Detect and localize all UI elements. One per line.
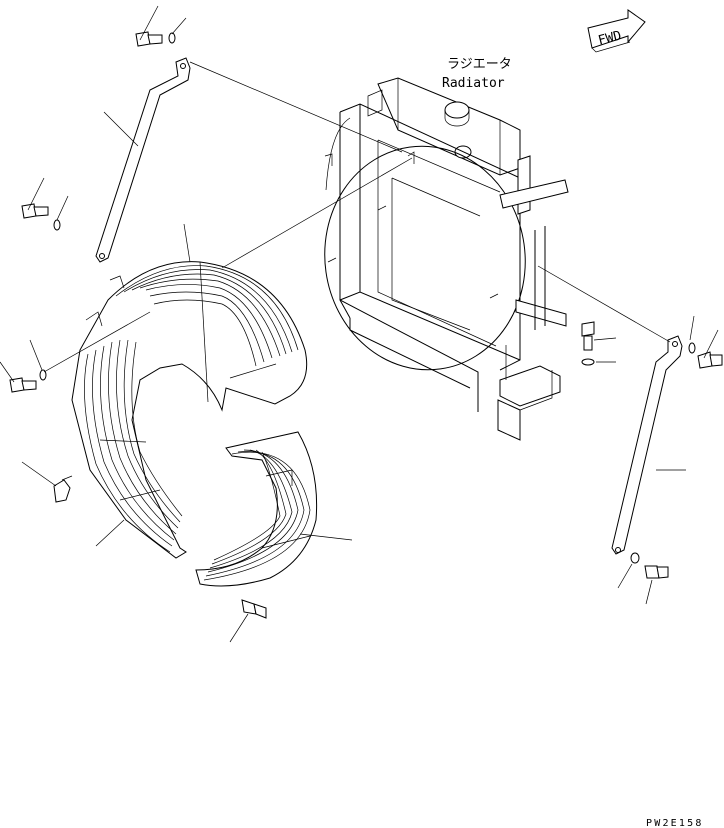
bolt-radiator-right [581,321,595,366]
clamp-left [53,475,73,503]
upper-left-stay [95,57,191,263]
fwd-label: FWD [597,28,624,48]
fwd-arrow-tag: FWD [587,9,646,53]
bolt-top-left [135,31,176,47]
radiator-assembly [324,77,569,441]
drawing-code: PW2E158 [646,818,704,828]
fan-guard-left [71,261,308,559]
bolt-guard-bottom [241,599,267,619]
fan-guard-right [195,431,318,587]
bolt-guard-left [9,369,47,393]
bolt-mid-left [21,203,61,231]
bolt-stay-right-bottom [630,552,669,579]
leader-lines [0,5,719,643]
radiator-label-jp: ラジエータ [447,57,512,72]
radiator-label-en: Radiator [442,76,505,91]
right-stay [611,335,683,555]
